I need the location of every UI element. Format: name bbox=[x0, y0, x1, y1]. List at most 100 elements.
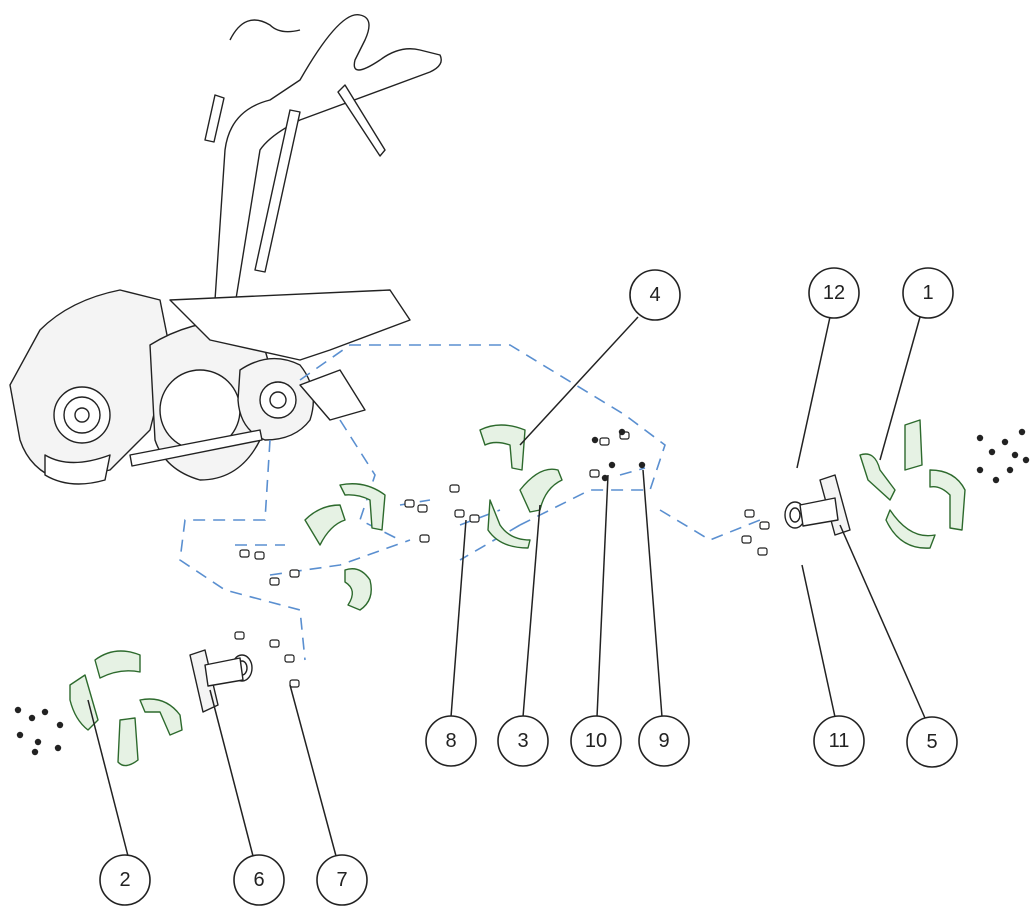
svg-text:1: 1 bbox=[922, 282, 933, 304]
bolt bbox=[254, 551, 265, 560]
bolt bbox=[404, 499, 415, 508]
callout-11: 11 bbox=[813, 715, 865, 767]
bolt bbox=[741, 535, 752, 544]
tine-blade bbox=[859, 453, 896, 501]
callout-6: 6 bbox=[233, 854, 285, 906]
handlebar bbox=[204, 14, 442, 306]
nut bbox=[1006, 466, 1014, 474]
tine-hub-right bbox=[784, 474, 851, 536]
bolt bbox=[759, 521, 770, 530]
bolt bbox=[284, 654, 295, 663]
nut bbox=[16, 731, 24, 739]
nut bbox=[988, 448, 996, 456]
callouts: 1 2 3 4 5 6 7 8 bbox=[99, 267, 958, 906]
nut bbox=[31, 748, 39, 756]
bolt bbox=[239, 549, 250, 558]
leader-11 bbox=[801, 564, 836, 718]
leader-7 bbox=[289, 684, 337, 857]
fastener-hardware bbox=[14, 428, 1030, 756]
leader-2 bbox=[87, 699, 129, 857]
tine-blade bbox=[304, 504, 346, 546]
svg-text:6: 6 bbox=[253, 869, 264, 891]
bolt bbox=[454, 509, 465, 518]
leader-3 bbox=[522, 504, 541, 718]
leader-8 bbox=[450, 519, 467, 718]
nut bbox=[14, 706, 22, 714]
leader-1 bbox=[879, 316, 921, 461]
nut bbox=[976, 466, 984, 474]
bolt bbox=[289, 569, 300, 578]
leader-6 bbox=[209, 689, 254, 857]
leader-12 bbox=[796, 316, 831, 469]
nut bbox=[54, 744, 62, 752]
callout-10: 10 bbox=[570, 715, 622, 767]
nut bbox=[56, 721, 64, 729]
svg-text:8: 8 bbox=[445, 730, 456, 752]
bolt bbox=[469, 514, 480, 523]
svg-text:5: 5 bbox=[926, 731, 937, 753]
svg-text:9: 9 bbox=[658, 730, 669, 752]
nut bbox=[1001, 438, 1009, 446]
tine-blade bbox=[904, 419, 923, 471]
nut bbox=[34, 738, 42, 746]
callout-4: 4 bbox=[629, 269, 681, 321]
nut bbox=[28, 714, 36, 722]
tine-blade bbox=[487, 499, 531, 549]
tine-blade bbox=[885, 509, 936, 549]
callout-5: 5 bbox=[906, 716, 958, 768]
tine-blade bbox=[519, 468, 563, 513]
leader-lines bbox=[87, 316, 926, 857]
callout-12: 12 bbox=[808, 267, 860, 319]
callout-7: 7 bbox=[316, 854, 368, 906]
engine bbox=[9, 289, 171, 485]
bolt bbox=[757, 547, 768, 556]
nut bbox=[1011, 451, 1019, 459]
svg-text:2: 2 bbox=[119, 869, 130, 891]
nut bbox=[992, 476, 1000, 484]
svg-text:12: 12 bbox=[823, 282, 845, 304]
svg-text:4: 4 bbox=[649, 284, 660, 306]
callout-1: 1 bbox=[902, 267, 954, 319]
bolt bbox=[417, 504, 428, 513]
bolt bbox=[289, 679, 300, 688]
svg-text:7: 7 bbox=[336, 869, 347, 891]
tine-hub-left bbox=[189, 649, 253, 713]
svg-text:11: 11 bbox=[829, 730, 850, 752]
svg-text:3: 3 bbox=[517, 730, 528, 752]
tiller-machine bbox=[9, 14, 442, 485]
tine-blade bbox=[479, 424, 526, 471]
bolt bbox=[269, 639, 280, 648]
callout-2: 2 bbox=[99, 854, 151, 906]
nut bbox=[976, 434, 984, 442]
nut bbox=[591, 436, 599, 444]
leader-10 bbox=[596, 474, 609, 718]
callout-3: 3 bbox=[497, 715, 549, 767]
nut bbox=[638, 461, 646, 469]
nut bbox=[1018, 428, 1026, 436]
leader-9 bbox=[642, 469, 663, 718]
tine-blade bbox=[139, 698, 183, 736]
tine-blade bbox=[929, 469, 966, 531]
bolt bbox=[744, 509, 755, 518]
callout-8: 8 bbox=[425, 715, 477, 767]
nut bbox=[1022, 456, 1030, 464]
bolt bbox=[234, 631, 245, 640]
svg-text:10: 10 bbox=[585, 730, 607, 752]
tine-blade bbox=[117, 717, 139, 767]
nut bbox=[601, 474, 609, 482]
bolt bbox=[449, 484, 460, 493]
callout-9: 9 bbox=[638, 715, 690, 767]
nut bbox=[608, 461, 616, 469]
transmission-housing bbox=[129, 289, 411, 481]
leader-5 bbox=[839, 524, 926, 719]
bolt bbox=[589, 469, 600, 478]
tine-blade bbox=[344, 568, 372, 611]
bolt bbox=[419, 534, 430, 543]
nut bbox=[41, 708, 49, 716]
bolt bbox=[599, 437, 610, 446]
tine-blade bbox=[339, 483, 386, 531]
tine-blade bbox=[94, 650, 141, 679]
leader-4 bbox=[519, 316, 639, 446]
nut bbox=[618, 428, 626, 436]
